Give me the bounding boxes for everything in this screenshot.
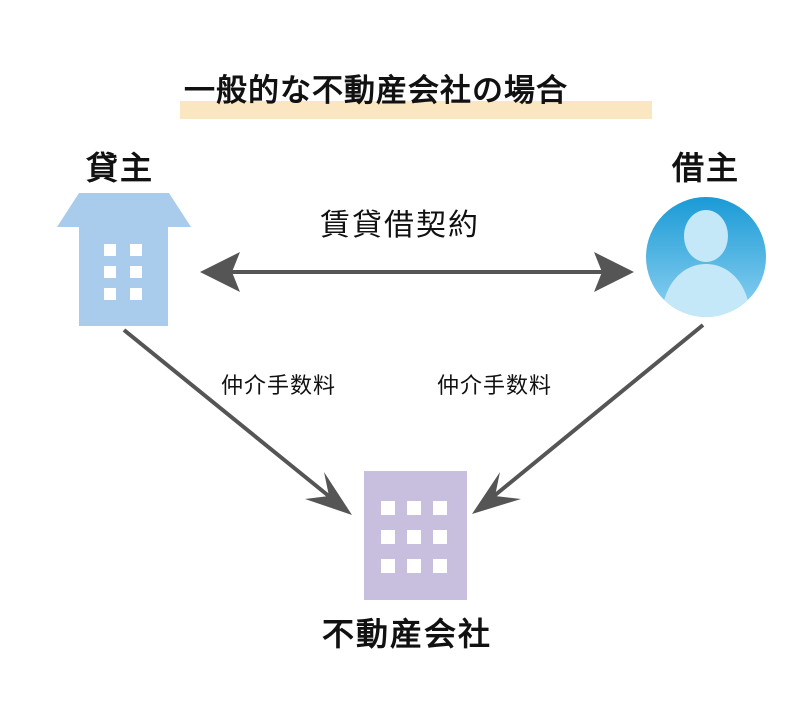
borrower-fee-arrow: [472, 323, 705, 514]
lender-fee-label: 仲介手数料: [221, 374, 337, 399]
contract-double-arrow: [200, 252, 634, 292]
borrower-label: 借主: [672, 149, 741, 187]
page-title: 一般的な不動産会社の場合: [184, 73, 568, 109]
office-building-icon: [364, 471, 467, 600]
borrower-fee-label: 仲介手数料: [437, 374, 553, 399]
house-icon: [57, 193, 191, 326]
lender-label: 貸主: [86, 149, 155, 187]
contract-label: 賃貸借契約: [320, 208, 480, 243]
lender-fee-arrow: [122, 328, 352, 515]
agency-label: 不動産会社: [322, 615, 493, 653]
title-highlight: [180, 101, 652, 119]
person-avatar-icon: [646, 197, 766, 317]
